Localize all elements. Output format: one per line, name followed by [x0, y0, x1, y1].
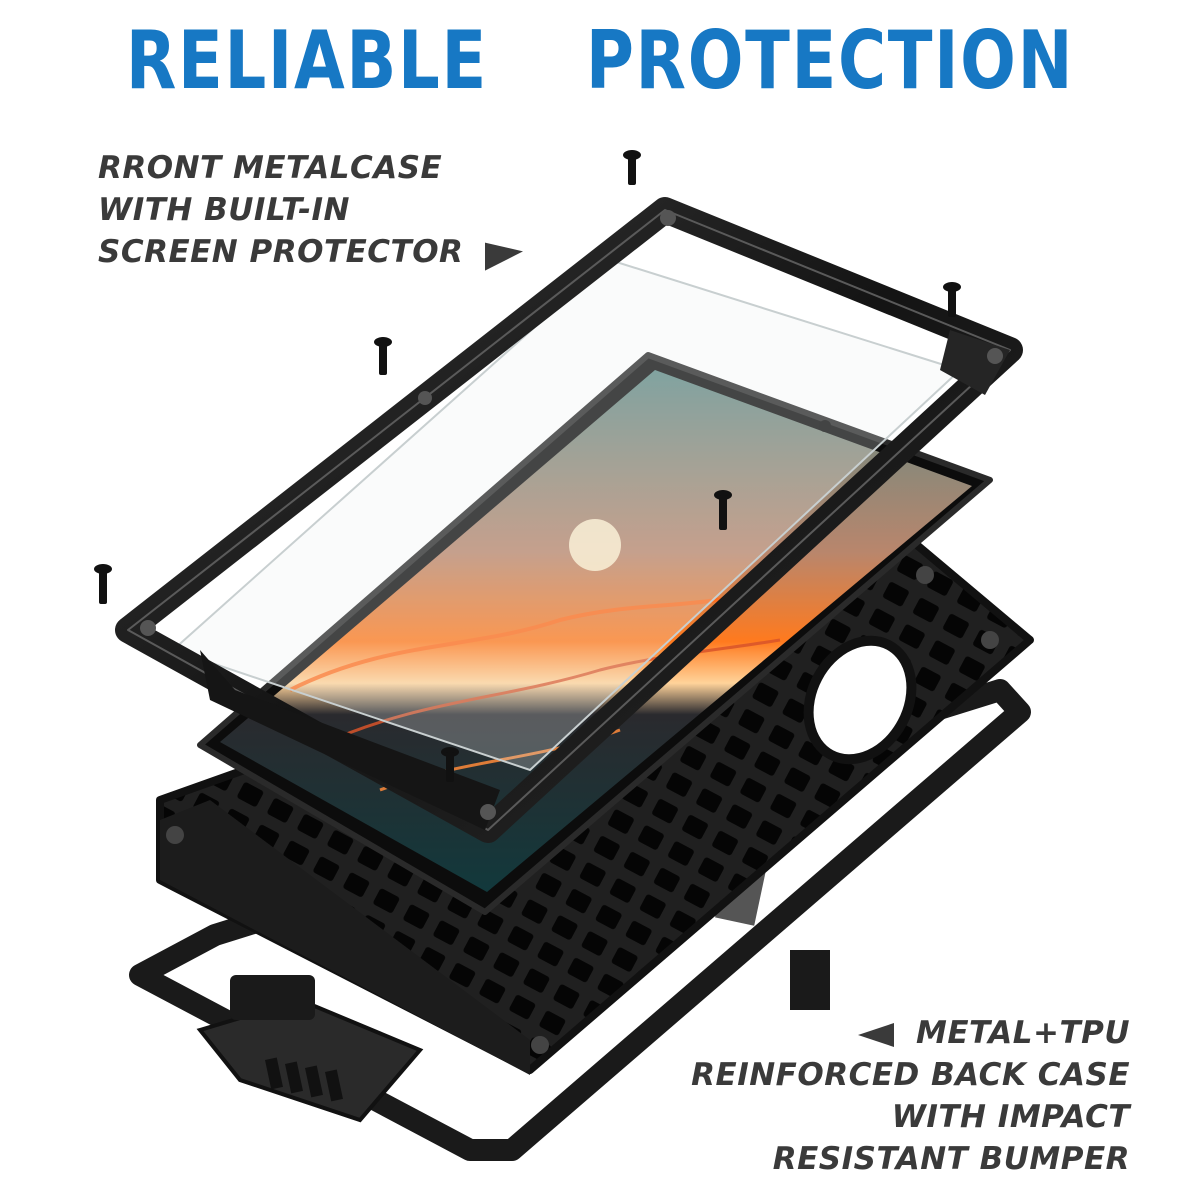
screws: [94, 150, 961, 782]
arrow-right-icon: [485, 236, 524, 271]
screw-icon: [94, 564, 112, 604]
front-case-callout: RRONT METALCASE WITH BUILT-IN SCREEN PRO…: [98, 147, 524, 273]
screw-icon: [374, 337, 392, 375]
callout-line: REINFORCED BACK CASE: [691, 1057, 1130, 1093]
headline: RELIABLE PROTECTION: [125, 14, 1075, 107]
front-frame: [115, 197, 1023, 843]
callout-line: SCREEN PROTECTOR: [98, 231, 524, 273]
callout-line: WITH IMPACT: [891, 1099, 1130, 1135]
callout-line: RESISTANT BUMPER: [772, 1141, 1130, 1177]
screw-icon: [714, 490, 732, 530]
callout-line: METAL+TPU: [691, 1012, 1130, 1054]
callout-line: RRONT METALCASE: [98, 150, 443, 186]
screw-icon: [623, 150, 641, 185]
callout-line: WITH BUILT-IN: [98, 192, 351, 228]
screw-icon: [943, 282, 961, 317]
screw-icon: [441, 747, 459, 782]
arrow-left-icon: [857, 1022, 894, 1047]
back-case-callout: METAL+TPU REINFORCED BACK CASE WITH IMPA…: [691, 1012, 1130, 1180]
